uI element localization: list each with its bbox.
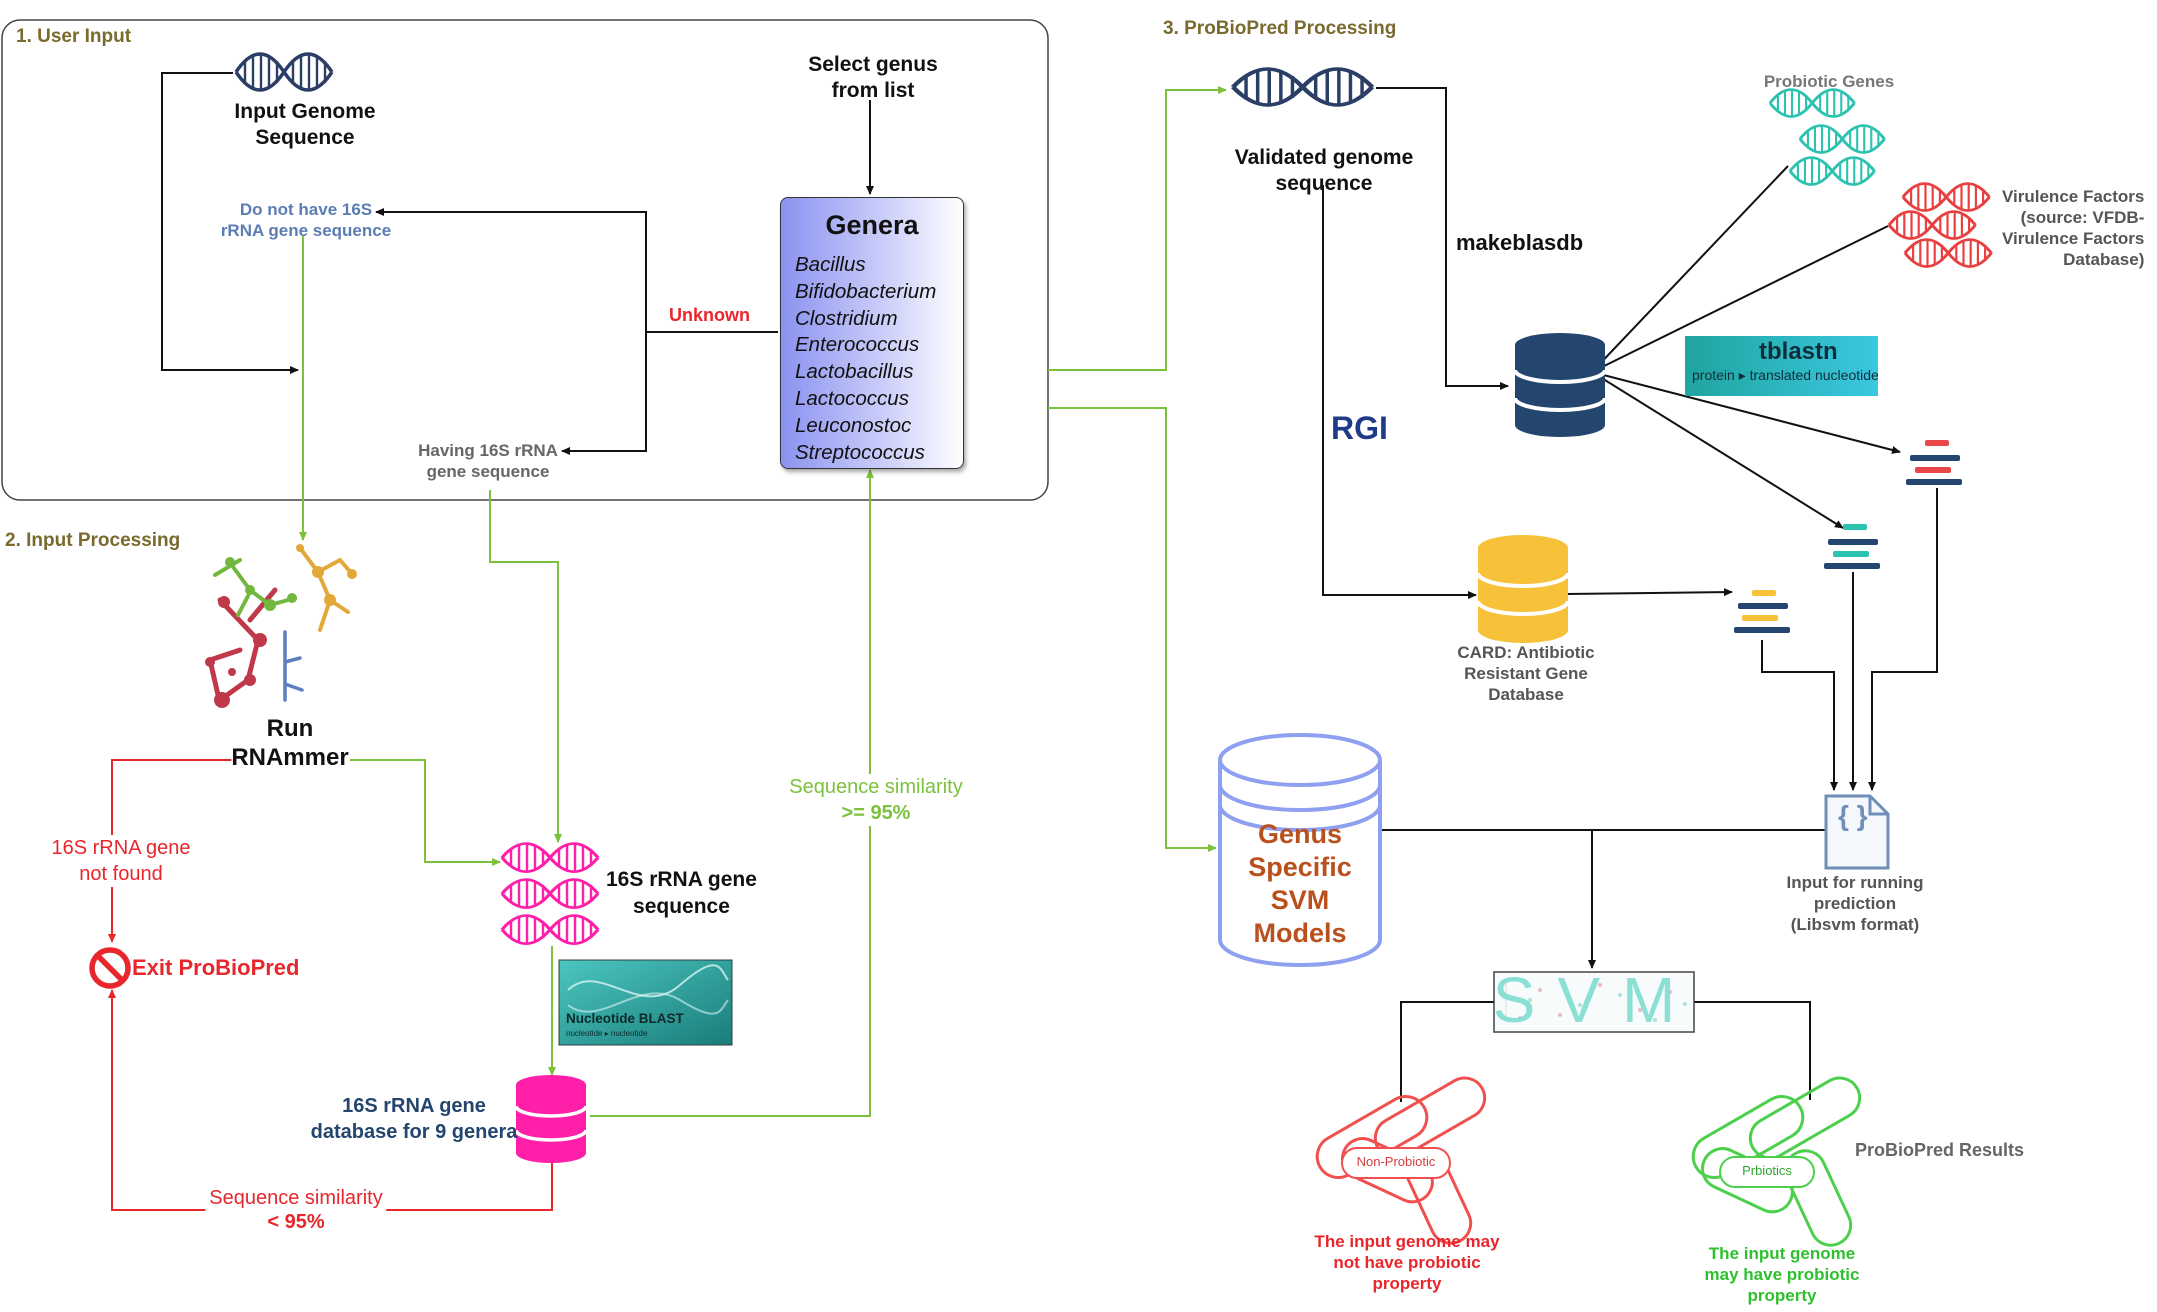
card-hits-icon bbox=[1734, 590, 1790, 633]
genus-item[interactable]: Leuconostoc bbox=[795, 413, 912, 437]
16s-database-icon bbox=[514, 1075, 588, 1163]
card-database-icon bbox=[1476, 535, 1570, 643]
card-hits-to-libsvm-arrow bbox=[1761, 640, 1838, 791]
exit-label: Exit ProBioPred bbox=[132, 955, 300, 980]
genus-item[interactable]: Lactococcus bbox=[795, 386, 909, 410]
genus-item[interactable]: Streptococcus bbox=[795, 440, 925, 464]
svm-to-nonprobiotic-line bbox=[1400, 1001, 1494, 1102]
genera-list-box[interactable]: Genera Bacillus Bifidobacterium Clostrid… bbox=[780, 197, 964, 469]
probiotic-genes-dna-icon bbox=[1768, 87, 1887, 187]
results-label: ProBioPred Results bbox=[1855, 1140, 2025, 1160]
svm-text: SVM bbox=[1492, 964, 1698, 1036]
to-validated-genome-arrow bbox=[1048, 86, 1227, 371]
genus-item[interactable]: Lactobacillus bbox=[795, 360, 914, 384]
libsvm-file-icon bbox=[1824, 794, 1890, 870]
similarity-high-arrow bbox=[590, 469, 874, 1117]
section-probiopred-processing-title: 3. ProBioPred Processing bbox=[1163, 18, 1397, 39]
virulence-hits-to-libsvm-arrow bbox=[1868, 488, 1938, 791]
svm-to-probiotic-line bbox=[1692, 1001, 1811, 1100]
tblastn-subtitle: protein ▸ translated nucleotide bbox=[1692, 367, 1879, 383]
tblastn-badge bbox=[1685, 336, 1878, 396]
db-to-probiotic-hits-arrow bbox=[1591, 371, 1844, 529]
db-virulence-line bbox=[1591, 225, 1889, 373]
nucleotide-blast-title: Nucleotide BLAST bbox=[566, 1011, 684, 1026]
to-svm-models-arrow bbox=[1048, 407, 1217, 852]
nucleotide-blast-subtitle: nucleotide ▸ nucleotide bbox=[566, 1029, 648, 1038]
genera-title: Genera bbox=[825, 210, 919, 240]
input-genome-dna-icon bbox=[234, 52, 334, 92]
genome-to-processing-arrow bbox=[161, 72, 299, 374]
genus-item[interactable]: Bifidobacterium bbox=[795, 279, 937, 303]
nucleotide-blast-badge bbox=[558, 959, 733, 1046]
validated-genome-dna-icon bbox=[1233, 69, 1372, 105]
genera-items: Bacillus Bifidobacterium Clostridium Ent… bbox=[795, 252, 936, 466]
genus-item[interactable]: Enterococcus bbox=[795, 333, 920, 357]
genus-item[interactable]: Clostridium bbox=[795, 306, 898, 330]
similarity-low-label: Sequence similarity< 95% bbox=[205, 1186, 387, 1234]
db-probiotic-line bbox=[1591, 165, 1789, 373]
card-to-hits-arrow bbox=[1565, 588, 1733, 597]
section-user-input-title: 1. User Input bbox=[16, 26, 132, 47]
non-probiotic-label: Non-Probiotic bbox=[1356, 1154, 1436, 1169]
db-to-virulence-hits-arrow bbox=[1591, 371, 1901, 454]
user-input-panel bbox=[1, 19, 1049, 501]
non-probiotic-label-pill bbox=[1341, 1147, 1451, 1179]
tblastn-title: tblastn bbox=[1759, 338, 1838, 365]
rgi-label: RGI bbox=[1331, 410, 1388, 446]
16s-gene-dna-icon bbox=[500, 841, 600, 946]
similarity-high-label: Sequence similarity>= 95% bbox=[785, 774, 967, 826]
rnammer-to-gene-arrow bbox=[350, 759, 501, 866]
blast-database-icon bbox=[1513, 333, 1607, 437]
rgi-arrow bbox=[1322, 185, 1477, 599]
unknown-label: Unknown bbox=[669, 305, 750, 326]
virulence-factors-label: Virulence Factors(source: VFDB- Virulenc… bbox=[2002, 187, 2145, 269]
probiotic-label-pill bbox=[1719, 1156, 1815, 1188]
no-entry-icon bbox=[89, 947, 131, 989]
braces-icon: { } bbox=[1838, 800, 1868, 831]
virulence-hits-icon bbox=[1906, 440, 1962, 485]
makeblastdb-label: makeblasdb bbox=[1456, 230, 1584, 255]
virulence-factors-dna-icon bbox=[1887, 181, 1993, 269]
no-16s-arrow bbox=[375, 208, 647, 332]
makeblastdb-arrow bbox=[1376, 87, 1509, 390]
svm-box bbox=[1493, 971, 1695, 1033]
section-input-processing-title: 2. Input Processing bbox=[5, 530, 181, 551]
genus-item[interactable]: Bacillus bbox=[795, 253, 866, 276]
having-16s-to-gene-arrow bbox=[489, 490, 562, 843]
svm-models-database-icon bbox=[1218, 733, 1382, 967]
probiotic-genes-label: Probiotic Genes bbox=[1763, 72, 1895, 91]
probiotic-label: Prbiotics bbox=[1742, 1163, 1792, 1178]
probiotic-hits-icon bbox=[1824, 524, 1880, 569]
having-16s-arrow bbox=[561, 332, 647, 455]
rna-structure-icon bbox=[205, 544, 357, 708]
